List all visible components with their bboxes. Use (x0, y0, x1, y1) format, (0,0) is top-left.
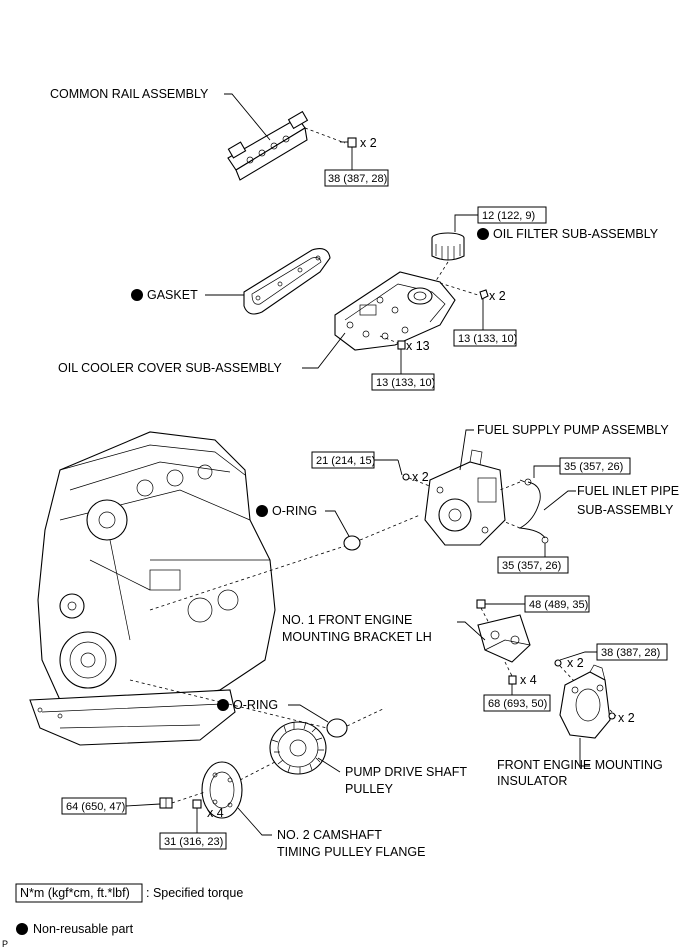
nonreusable-dot-o-ring-upper (256, 505, 268, 517)
legend: N*m (kgf*cm, ft.*lbf) : Specified torque… (2, 883, 243, 949)
camshaft-timing-pulley-flange-part (201, 761, 243, 819)
o-ring-upper-part (343, 535, 361, 551)
label-o-ring-lower: O-RING (233, 698, 278, 712)
legend-torque-box (15, 883, 143, 903)
qty-cooler-right: x 2 (489, 289, 506, 303)
nonreusable-dot-legend (16, 923, 28, 935)
gasket-part (243, 248, 331, 315)
label-bracket-1: NO. 1 FRONT ENGINE (282, 613, 412, 627)
torque-cooler-bottom: 13 (133, 10) (376, 377, 435, 389)
legend-torque-unit: N*m (kgf*cm, ft.*lbf) (20, 886, 130, 900)
torque-pipe-bottom: 35 (357, 26) (502, 560, 561, 572)
label-flange-1: NO. 2 CAMSHAFT (277, 828, 382, 842)
legend-torque-text: : Specified torque (146, 886, 243, 900)
torque-insulator: 38 (387, 28) (601, 647, 660, 659)
torque-pipe-top: 35 (357, 26) (564, 461, 623, 473)
nonreusable-dot-gasket (131, 289, 143, 301)
qty-cooler-bottom: x 13 (406, 339, 430, 353)
torque-box-common-rail (324, 169, 389, 187)
qty-bracket: x 4 (520, 673, 537, 687)
engine-mounting-insulator-part (559, 664, 611, 739)
nonreusable-dot-o-ring-lower (217, 699, 229, 711)
fuel-inlet-pipe-part (518, 478, 549, 544)
qty-pump: x 2 (412, 470, 429, 484)
torque-cooler-right: 13 (133, 10) (458, 333, 517, 345)
pump-drive-shaft-pulley-part (269, 721, 327, 775)
oil-cooler-cover-part (334, 271, 456, 351)
common-rail-bolt (340, 137, 357, 148)
label-o-ring-upper: O-RING (272, 504, 317, 518)
qty-common-rail: x 2 (360, 136, 377, 150)
torque-bracket-bottom: 68 (693, 50) (488, 698, 547, 710)
label-bracket-2: MOUNTING BRACKET LH (282, 630, 432, 644)
corner-code: P (2, 939, 8, 949)
torque-pump: 21 (214, 15) (316, 455, 375, 467)
label-fuel-inlet-pipe-2: SUB-ASSEMBLY (577, 503, 674, 517)
qty-insulator-side: x 2 (618, 711, 635, 725)
torque-flange: 31 (316, 23) (164, 836, 223, 848)
torque-box-cooler-bottom (371, 373, 435, 391)
label-fuel-inlet-pipe-1: FUEL INLET PIPE (577, 484, 679, 498)
engine-block (29, 431, 276, 746)
label-flange-2: TIMING PULLEY FLANGE (277, 845, 425, 859)
bracket-bolt-top (476, 599, 486, 609)
mounting-bracket-part (477, 614, 531, 663)
label-gasket: GASKET (147, 288, 198, 302)
cooler-bolt-bottom (397, 340, 406, 350)
torque-oil-filter: 12 (122, 9) (482, 210, 535, 222)
torque-box-flange (159, 832, 227, 850)
o-ring-lower-part (326, 718, 348, 738)
torque-common-rail: 38 (387, 28) (328, 173, 387, 185)
insulator-bolt-side (608, 712, 616, 720)
fuel-supply-pump-part (424, 449, 506, 546)
pump-bolt (402, 473, 410, 481)
label-insulator-2: INSULATOR (497, 774, 567, 788)
label-common-rail: COMMON RAIL ASSEMBLY (50, 87, 209, 101)
label-insulator-1: FRONT ENGINE MOUNTING (497, 758, 663, 772)
label-pulley-2: PULLEY (345, 782, 394, 796)
qty-insulator-top: x 2 (567, 656, 584, 670)
nonreusable-dot-oil-filter (477, 228, 489, 240)
torque-box-bracket-bottom (483, 694, 551, 712)
label-fuel-supply-pump: FUEL SUPPLY PUMP ASSEMBLY (477, 423, 669, 437)
legend-nonreusable-text: Non-reusable part (33, 922, 134, 936)
flange-bolt (192, 799, 202, 809)
torque-box-bracket-top (524, 595, 590, 613)
pulley-nut (159, 797, 173, 809)
torque-box-cooler-right (453, 329, 517, 347)
oil-filter-sub-assembly (431, 232, 465, 261)
bracket-bolt-bottom (508, 675, 517, 685)
torque-box-pulley-nut (61, 797, 127, 815)
torque-pulley-nut: 64 (650, 47) (66, 801, 125, 813)
torque-box-pipe-bottom (497, 556, 569, 574)
label-pulley-1: PUMP DRIVE SHAFT (345, 765, 467, 779)
cooler-bolt-right (479, 289, 489, 300)
torque-bracket-top: 48 (489, 35) (529, 599, 588, 611)
label-oil-filter: OIL FILTER SUB-ASSEMBLY (493, 227, 659, 241)
common-rail-assembly (227, 110, 309, 181)
insulator-bolt-top (554, 659, 562, 667)
label-oil-cooler-cover: OIL COOLER COVER SUB-ASSEMBLY (58, 361, 282, 375)
qty-flange: x 4 (207, 806, 224, 820)
